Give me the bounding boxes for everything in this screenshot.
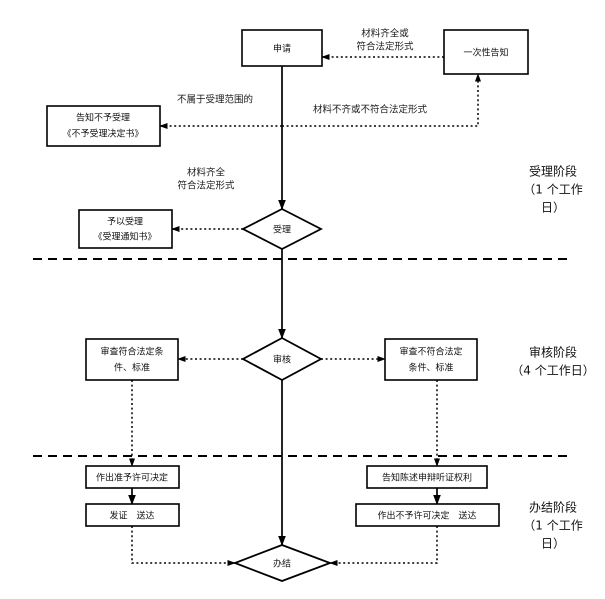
node-one-time-notice-label: 一次性告知 <box>463 47 508 59</box>
node-reject-acceptance-notice-line1: 告知不予受理 <box>76 112 130 124</box>
stage-acceptance-line1: 受理阶段 <box>529 164 577 179</box>
node-review-pass-line2: 件、标准 <box>114 362 150 374</box>
node-complete-label: 办结 <box>273 558 291 570</box>
node-one-time-notice[interactable]: 一次性告知 <box>443 29 529 75</box>
node-reject-acceptance-notice-line2: 《不予受理决定书》 <box>62 128 143 140</box>
edge-label-materials-complete-or-legal-line2: 符合法定形式 <box>356 41 414 53</box>
edge-issue-to-complete <box>131 526 236 567</box>
node-review-fail-line1: 审查不符合法定 <box>399 346 462 358</box>
node-grant-permit-decision-label: 作出准予许可决定 <box>96 472 168 484</box>
stage-completion-line2: （1 个工作 <box>523 519 582 533</box>
stage-acceptance-line3: 日） <box>541 201 565 215</box>
node-grant-permit-decision[interactable]: 作出准予许可决定 <box>85 465 180 489</box>
edge-label-not-in-scope: 不属于受理范围的 <box>177 94 253 106</box>
stage-review-line1: 审核阶段 <box>529 345 577 360</box>
node-reject-acceptance-notice[interactable]: 告知不予受理 《不予受理决定书》 <box>46 105 161 147</box>
edge-label-materials-complete-or-legal-line1: 材料齐全或 <box>361 28 409 40</box>
stage-completion-line1: 办结阶段 <box>529 500 577 515</box>
node-acceptance-decision-label: 受理 <box>273 224 291 236</box>
node-review-decision-label: 审核 <box>273 354 291 366</box>
node-grant-acceptance-notice[interactable]: 予以受理 《受理通知书》 <box>78 209 173 249</box>
stage-label-completion: 办结阶段 （1 个工作 日） <box>523 500 582 551</box>
node-apply[interactable]: 申请 <box>241 29 323 67</box>
edge-incomplete-to-notice <box>282 73 482 127</box>
stage-label-review: 审核阶段 （4 个工作日） <box>511 345 594 378</box>
node-complete[interactable]: 办结 <box>232 544 333 582</box>
node-notify-statement-rights[interactable]: 告知陈述申辩听证权利 <box>366 465 488 489</box>
edge-label-materials-incomplete-or-illegal: 材料不齐或不符合法定形式 <box>313 104 428 116</box>
node-acceptance-decision[interactable]: 受理 <box>241 207 323 251</box>
stage-acceptance-line2: （1 个工作 <box>523 183 582 197</box>
node-grant-acceptance-line1: 予以受理 <box>107 216 143 228</box>
node-deny-permit-deliver[interactable]: 作出不予许可决定 送达 <box>355 503 500 527</box>
stage-review-line2: （4 个工作日） <box>511 364 594 378</box>
node-issue-and-deliver-label: 发证 送达 <box>109 510 154 522</box>
edge-deny-to-complete <box>329 526 438 567</box>
stage-completion-line3: 日） <box>541 537 565 551</box>
node-review-decision[interactable]: 审核 <box>241 336 323 382</box>
node-review-fail[interactable]: 审查不符合法定 条件、标准 <box>384 338 478 381</box>
node-notify-statement-rights-label: 告知陈述申辩听证权利 <box>382 472 472 484</box>
node-grant-acceptance-line2: 《受理通知书》 <box>93 231 156 243</box>
node-review-pass[interactable]: 审查符合法定条 件、标准 <box>85 338 179 381</box>
edge-label-materials-complete-line2: 符合法定形式 <box>177 180 235 192</box>
edge-label-materials-complete-line1: 材料齐全 <box>187 167 226 179</box>
stage-label-acceptance: 受理阶段 （1 个工作 日） <box>523 164 582 215</box>
node-issue-and-deliver[interactable]: 发证 送达 <box>85 503 180 527</box>
node-apply-label: 申请 <box>273 43 291 55</box>
node-review-fail-line2: 条件、标准 <box>408 362 453 374</box>
node-deny-permit-deliver-label: 作出不予许可决定 送达 <box>377 510 476 522</box>
node-review-pass-line1: 审查符合法定条 <box>100 346 163 358</box>
